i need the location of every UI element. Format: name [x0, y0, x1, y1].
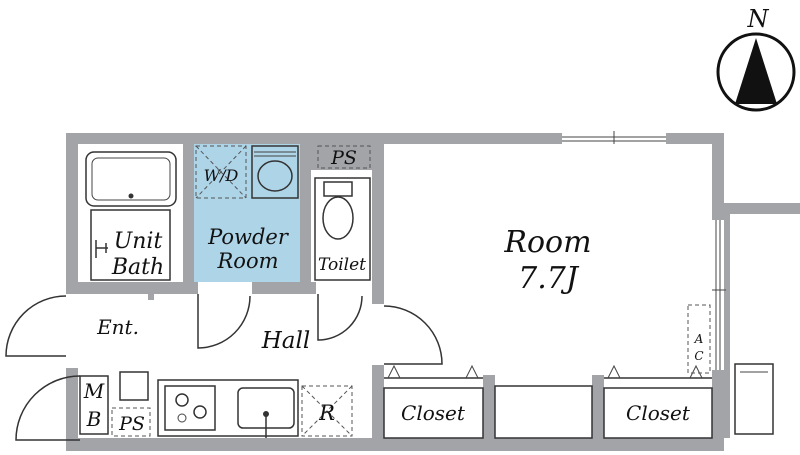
refrigerator-label: R — [318, 401, 335, 425]
pipe-space-bottom-label: PS — [118, 413, 145, 435]
ac-label-1: A — [694, 332, 704, 346]
powder-room-label-2: Room — [216, 249, 278, 273]
closet-left — [383, 387, 484, 439]
interior-walls — [78, 144, 604, 438]
air-conditioner — [687, 304, 711, 374]
room-size-label: 7.7J — [518, 261, 580, 296]
top-window — [562, 131, 666, 146]
ac-label-2: C — [694, 349, 703, 363]
room-floor — [384, 144, 712, 375]
entrance-door-lower[interactable] — [15, 375, 81, 441]
unit-bath-label-1: Unit — [114, 229, 163, 254]
entrance-door-upper[interactable] — [5, 295, 67, 357]
meter-box-label-1: M — [83, 379, 105, 403]
kitchen-sink-icon — [237, 387, 295, 438]
hall-floor — [78, 294, 372, 438]
storage-middle — [494, 385, 593, 439]
powder-room-floor — [194, 144, 300, 282]
kitchen-counter — [157, 379, 299, 437]
closet-door-marks — [387, 364, 703, 379]
toilet-floor — [314, 177, 371, 281]
toilet-tank-icon — [323, 181, 353, 197]
washbasin-icon — [251, 145, 299, 199]
powder-room-door[interactable] — [197, 294, 251, 349]
pipe-space-bottom — [111, 407, 151, 437]
balcony-window — [710, 220, 726, 370]
shower-faucet-icon — [95, 240, 108, 258]
north-arrow-icon — [735, 38, 777, 104]
entrance-label: Ent. — [96, 315, 139, 339]
hall-label: Hall — [261, 328, 310, 354]
washer-label: W/D — [204, 166, 239, 185]
compass: N — [716, 5, 796, 112]
unit-bath-floor — [90, 209, 171, 281]
closet-left-label: Closet — [401, 401, 466, 425]
toilet-label: Toilet — [318, 255, 366, 275]
closet-right — [603, 387, 713, 439]
bathtub-icon — [85, 151, 177, 207]
north-label: N — [747, 5, 770, 33]
outdoor-unit — [734, 363, 774, 435]
meter-box-label-2: B — [86, 407, 102, 431]
pipe-space-top-label: PS — [330, 147, 357, 169]
bath-area — [78, 144, 183, 282]
toilet-door[interactable] — [317, 294, 363, 341]
closet-right-label: Closet — [626, 401, 691, 425]
toilet-bowl-icon — [322, 196, 354, 240]
room-door[interactable] — [383, 305, 443, 365]
refrigerator-space — [301, 385, 353, 437]
unit-bath-label-2: Bath — [111, 255, 164, 280]
room-label: Room — [503, 225, 591, 260]
washer-space — [195, 145, 247, 199]
pipe-space-top — [317, 145, 371, 169]
labels: Unit Bath Powder Room Toilet Room 7.7J H… — [83, 147, 704, 435]
doors — [5, 294, 443, 441]
balcony — [724, 203, 800, 438]
powder-room-label-1: Powder — [207, 225, 290, 249]
entrance-opening — [66, 294, 78, 368]
shoe-box — [119, 371, 149, 401]
meter-box — [79, 375, 109, 435]
stove-icon — [164, 385, 216, 431]
